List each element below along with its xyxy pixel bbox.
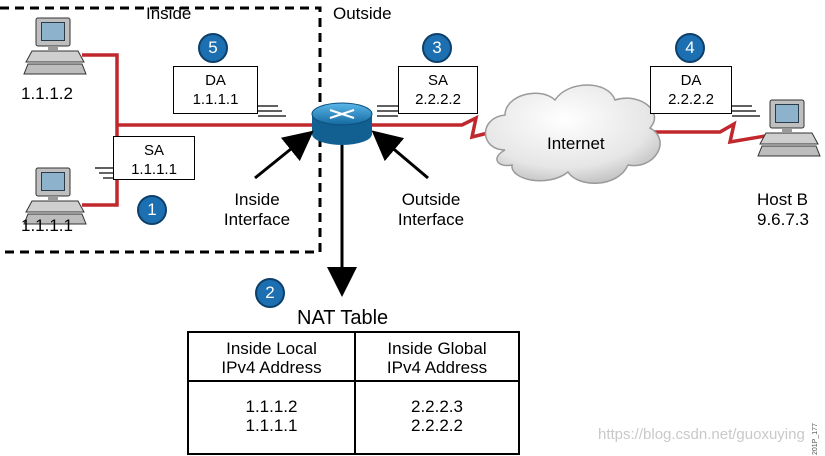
internet-label: Internet	[547, 134, 605, 153]
nat-table-header: Inside Global IPv4 Address	[356, 339, 518, 377]
nat-table-column-divider	[354, 333, 356, 453]
nat-table-cell: 1.1.1.1	[245, 416, 298, 435]
step-badge: 1	[137, 195, 167, 225]
packet-box: DA 1.1.1.1	[173, 66, 258, 114]
packet-field-label: SA	[143, 142, 164, 159]
nat-table-header-line: IPv4 Address	[221, 358, 322, 377]
link-host-1-1-1-2	[82, 53, 119, 125]
outside-interface-arrow	[371, 130, 429, 180]
packet-box: SA 2.2.2.2	[398, 66, 478, 114]
packet-field-value: 2.2.2.2	[415, 91, 461, 108]
nat-table-cells: 1.1.1.2 1.1.1.1	[189, 397, 354, 435]
host-address-label: 1.1.1.1	[21, 216, 73, 235]
nat-table-cell: 1.1.1.2	[245, 397, 298, 416]
watermark: https://blog.csdn.net/guoxuying	[598, 426, 805, 443]
nat-table-header: Inside Local IPv4 Address	[189, 339, 354, 377]
link-host-1-1-1-1	[82, 125, 119, 207]
inside-interface-arrow	[254, 130, 314, 180]
computer-icon	[757, 99, 821, 157]
host-address-label: 1.1.1.2	[21, 84, 73, 103]
computer-icon	[23, 17, 87, 75]
packet-box: SA 1.1.1.1	[113, 136, 195, 180]
step-badge: 4	[675, 33, 705, 63]
packet-field-label: DA	[205, 72, 226, 89]
inside-interface-label-line: Inside	[234, 190, 280, 209]
host-b-address-label: 9.6.7.3	[757, 210, 809, 229]
step-badge: 3	[422, 33, 452, 63]
computer-icon	[23, 167, 87, 225]
nat-table-cell: 2.2.2.3	[411, 397, 463, 416]
nat-table-cells: 2.2.2.3 2.2.2.2	[356, 397, 518, 435]
host-b-name-label: Host B	[757, 190, 809, 209]
nat-table-header-line: IPv4 Address	[386, 358, 488, 377]
nat-table-header-line: Inside Global	[387, 339, 487, 358]
packet-field-value: 2.2.2.2	[668, 91, 714, 108]
cloud-icon	[484, 84, 661, 184]
nat-table-column-inside-global: Inside Global IPv4 Address 2.2.2.3 2.2.2…	[356, 333, 518, 453]
nat-table-header-divider	[189, 380, 518, 382]
step-badge: 2	[255, 278, 285, 308]
inside-zone-label: Inside	[146, 4, 192, 23]
nat-table-header-line: Inside Local	[226, 339, 317, 358]
figure-id: 201P_177	[812, 423, 819, 455]
link-router-to-cloud	[372, 114, 501, 140]
outside-interface-label-line: Interface	[397, 210, 465, 229]
inside-interface-label-line: Interface	[223, 210, 291, 229]
nat-table-title: NAT Table	[297, 307, 389, 329]
nat-table-cell: 2.2.2.2	[411, 416, 463, 435]
outside-zone-label: Outside	[333, 4, 392, 23]
inside-interface-label: Inside Interface	[212, 190, 302, 230]
step-badge: 5	[198, 33, 228, 63]
link-cloud-to-hostb	[648, 120, 766, 145]
packet-field-label: DA	[680, 72, 702, 89]
packet-box: DA 2.2.2.2	[650, 66, 732, 114]
packet-field-value: 1.1.1.1	[192, 91, 239, 108]
outside-interface-label: Outside Interface	[386, 190, 476, 230]
packet-field-value: 1.1.1.1	[131, 161, 177, 178]
nat-table: Inside Local IPv4 Address 1.1.1.2 1.1.1.…	[187, 331, 520, 455]
packet-field-label: SA	[427, 72, 448, 89]
nat-table-column-inside-local: Inside Local IPv4 Address 1.1.1.2 1.1.1.…	[189, 333, 354, 453]
outside-interface-label-line: Outside	[401, 190, 461, 209]
router-icon	[311, 102, 373, 145]
packet-tails	[95, 105, 760, 179]
